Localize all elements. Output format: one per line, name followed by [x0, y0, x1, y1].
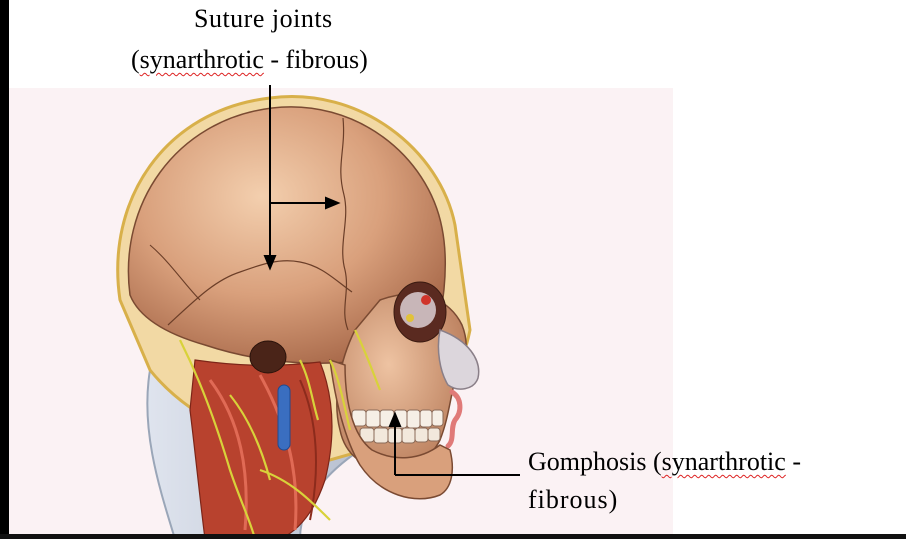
suture-fibrous-text: - fibrous): [264, 45, 368, 74]
bottom-border: [0, 534, 906, 539]
suture-synarthrotic-word: synarthrotic: [140, 45, 264, 74]
gomphosis-fibrous-text: fibrous): [528, 485, 618, 514]
gomphosis-title-text: Gomphosis (: [528, 447, 662, 476]
ear-canal: [250, 341, 286, 373]
gomphosis-label-line2: fibrous): [528, 484, 618, 515]
jugular-vein: [278, 385, 290, 450]
suture-title-text: Suture joints: [194, 4, 333, 33]
gomphosis-synarthrotic-word: synarthrotic: [662, 447, 786, 476]
suture-classification-label: (synarthrotic - fibrous): [131, 44, 368, 75]
suture-paren-open: (: [131, 45, 140, 74]
suture-joints-label: Suture joints: [194, 3, 333, 34]
gomphosis-dash: -: [786, 447, 801, 476]
eyeball: [400, 292, 436, 328]
gomphosis-label-line1: Gomphosis (synarthrotic -: [528, 446, 801, 477]
